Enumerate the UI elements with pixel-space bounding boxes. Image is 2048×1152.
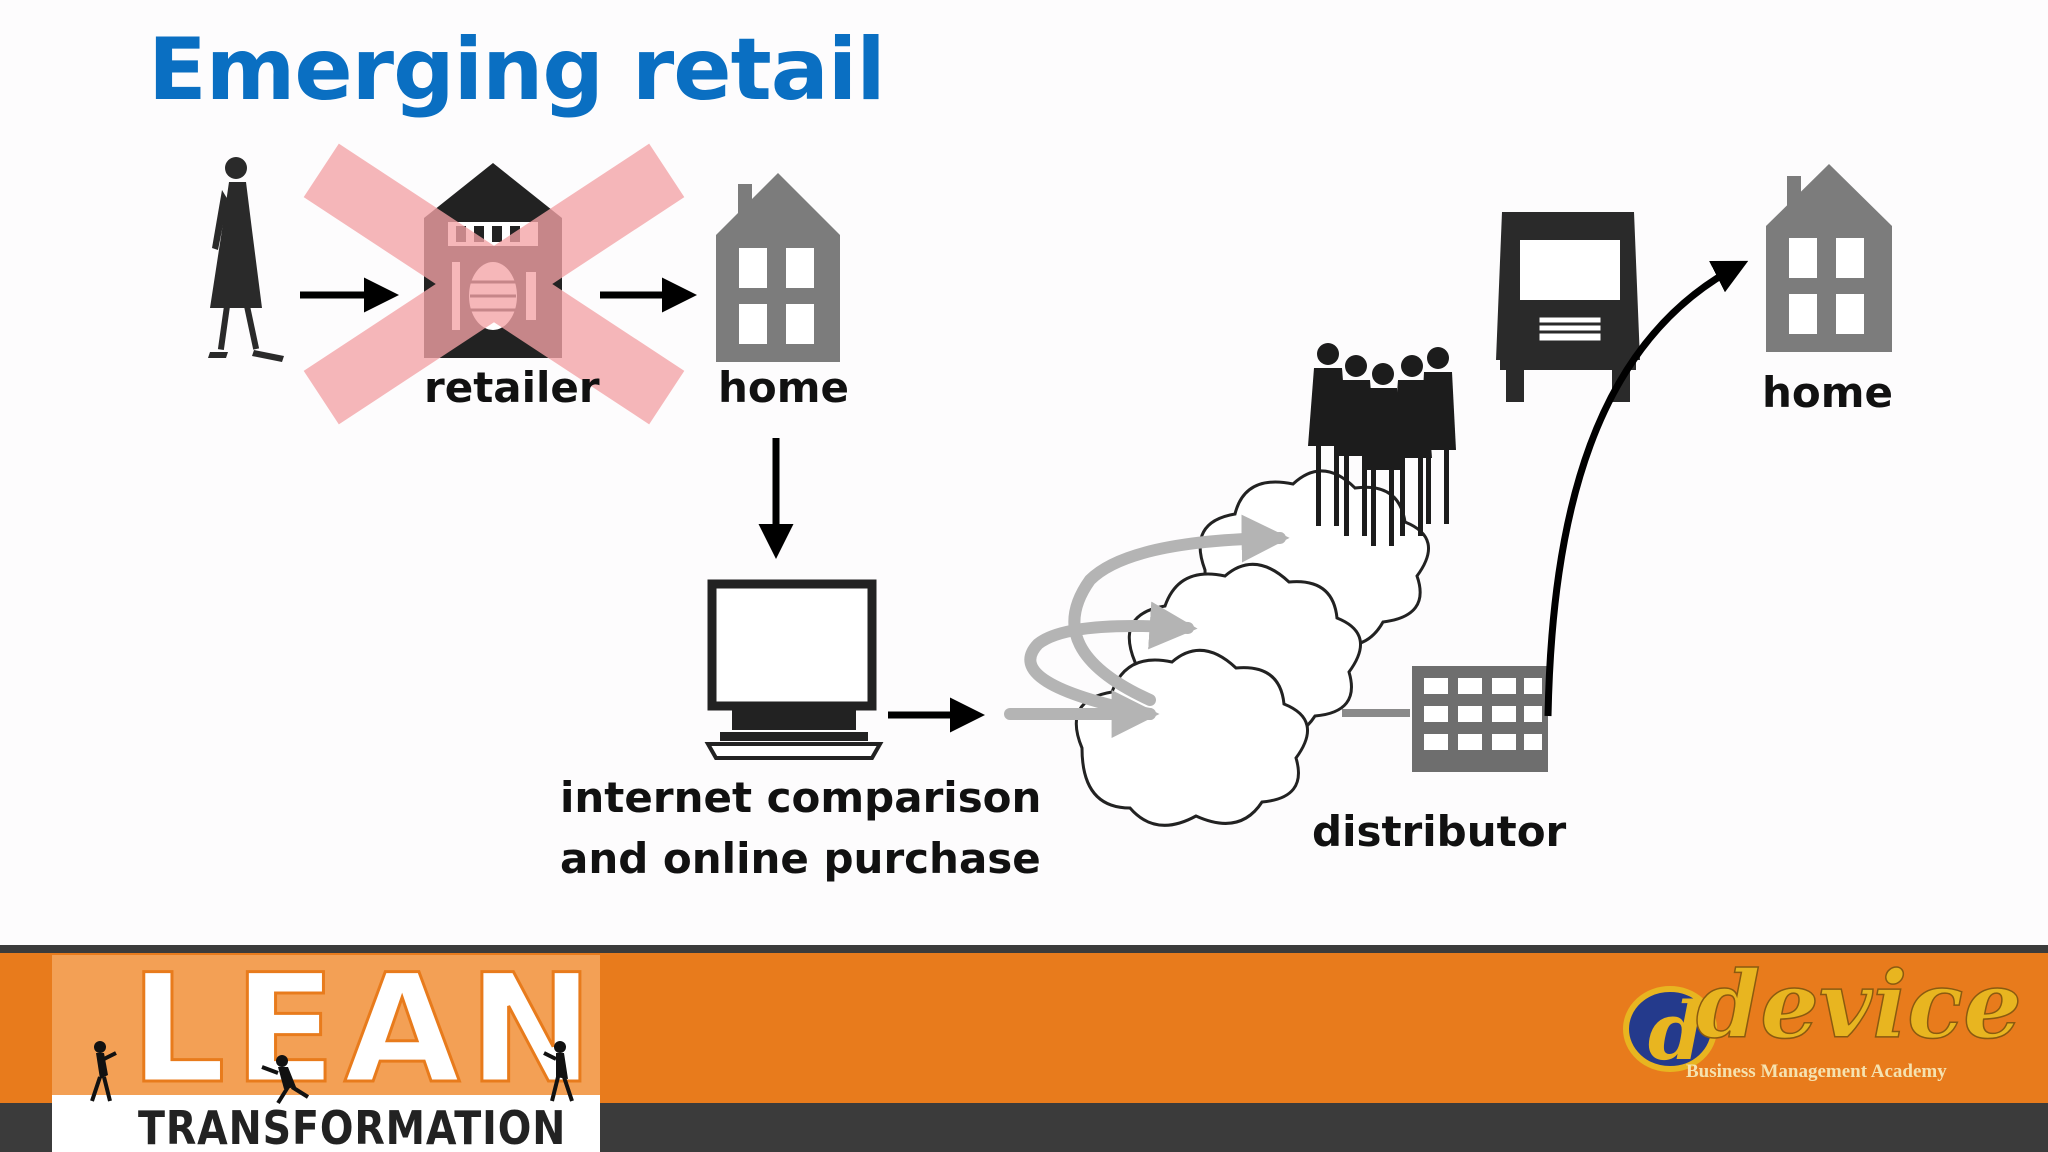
- svg-text:d: d: [1648, 984, 1704, 1075]
- slide-footer: LEAN TRANSFORMATION d device Business Ma…: [0, 945, 2048, 1152]
- internet-purchase-label-line1: internet comparison: [560, 773, 1042, 822]
- device-logo-subtitle: Business Management Academy: [1686, 1061, 1947, 1082]
- pushing-figures-icon: [90, 1041, 574, 1105]
- internet-purchase-label-line2: and online purchase: [560, 834, 1041, 883]
- home-label: home: [718, 363, 850, 412]
- retail-flow-diagram: [208, 143, 1892, 827]
- house-icon: [716, 173, 840, 362]
- distributor-warehouse-icon: [1342, 666, 1548, 772]
- globe-emblem-icon: d: [1623, 984, 1717, 1075]
- lean-logo-word: LEAN: [129, 955, 600, 1119]
- delivery-truck-icon: [1496, 212, 1640, 402]
- house-icon: [1766, 164, 1892, 352]
- cross-out-mark: [303, 143, 685, 425]
- home-label: home: [1762, 368, 1894, 417]
- lean-logo-subtitle: TRANSFORMATION: [138, 1101, 567, 1152]
- internet-cloud-icon: [1004, 469, 1430, 827]
- device-academy-logo: d device Business Management Academy: [1610, 950, 2023, 1082]
- walking-woman-icon: [208, 157, 284, 362]
- computer-icon: [704, 579, 884, 760]
- distributor-label: distributor: [1312, 807, 1567, 856]
- arrow-to-home-right: [1544, 260, 1749, 717]
- page-title: Emerging retail: [148, 20, 886, 120]
- consumers-group-icon: [1308, 343, 1456, 546]
- lean-transformation-logo: LEAN TRANSFORMATION: [52, 955, 600, 1152]
- retailer-label: retailer: [424, 363, 600, 412]
- footer-divider: [0, 945, 2048, 953]
- device-logo-word: device: [1695, 950, 2022, 1060]
